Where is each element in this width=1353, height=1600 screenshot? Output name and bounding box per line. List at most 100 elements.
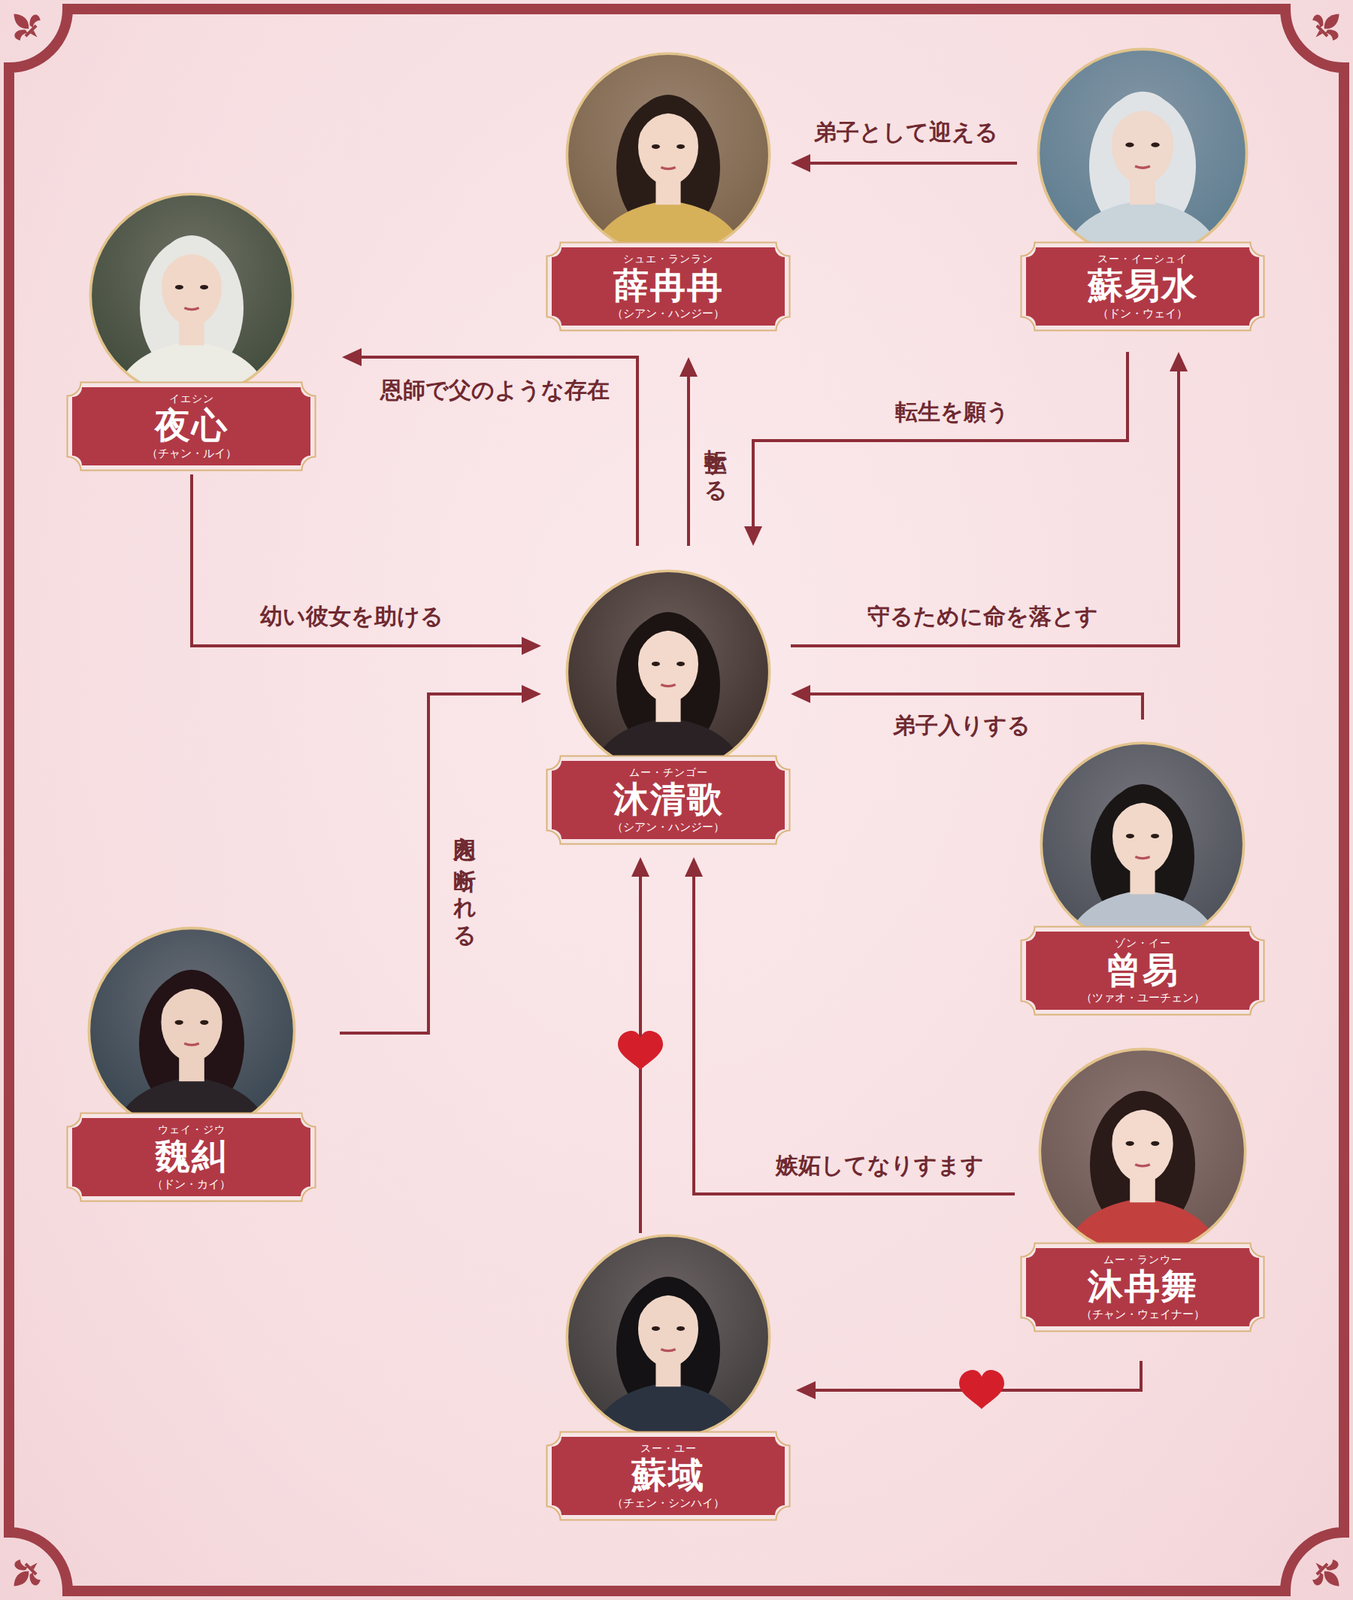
portrait-illustration xyxy=(564,568,772,776)
corner-fleur xyxy=(1304,3,1351,49)
mouth xyxy=(184,308,199,310)
relation-arrow xyxy=(790,154,1018,173)
arrow-head xyxy=(521,684,542,703)
character-name: 蘇域 xyxy=(631,1453,706,1496)
corner-fleur xyxy=(1304,1551,1351,1598)
name-plate: ゾン・イー曾易（ツァオ・ユーチェン） xyxy=(1020,925,1266,1016)
actor-name: （シアン・ハンジー） xyxy=(611,820,725,834)
relation-label: 嫉妬してなりすます xyxy=(775,1151,984,1179)
plate-outline xyxy=(547,756,791,845)
arrow-head xyxy=(796,1380,816,1399)
plate-body xyxy=(1026,1247,1260,1326)
plate-text: スー・ユー蘇域（チェン・シンハイ） xyxy=(545,1430,791,1521)
relation-label: 恩師で父のような存在 xyxy=(380,376,610,404)
plate-text: ムー・ランウー沐冉舞（チャン・ウェイナー） xyxy=(1020,1241,1266,1332)
hair-top xyxy=(635,1276,703,1329)
eye xyxy=(1150,142,1160,148)
arrow-head xyxy=(790,684,811,703)
hair-top xyxy=(157,969,226,1023)
relation-arrow xyxy=(744,351,1128,546)
connector-line xyxy=(339,693,524,1033)
relation-label: 弟子入りする xyxy=(892,711,1031,739)
connector-line xyxy=(638,874,642,1233)
arrow-head xyxy=(1169,351,1188,372)
portrait-frame xyxy=(1038,740,1247,948)
eye xyxy=(676,661,685,666)
character-name: 沐冉舞 xyxy=(1087,1265,1199,1308)
plate-text: ウェイ・ジウ魏糾（ドン・カイ） xyxy=(66,1111,317,1202)
relation-arrow xyxy=(790,351,1188,646)
portrait-frame xyxy=(564,1232,772,1441)
eye xyxy=(651,1325,660,1331)
mouth xyxy=(1135,856,1150,859)
furigana-text: ゾン・イー xyxy=(1114,936,1172,949)
eye xyxy=(1150,833,1160,839)
relation-arrow xyxy=(679,357,698,546)
furigana-text: スー・ユー xyxy=(640,1441,697,1454)
connector-line xyxy=(790,369,1179,646)
character-card: スー・ユー蘇域（チェン・シンハイ） xyxy=(545,1232,791,1521)
plate-text: ムー・チンゴー沐清歌（シアン・ハンジー） xyxy=(545,754,791,845)
plate-outline xyxy=(1021,1243,1265,1332)
plate-outline xyxy=(67,382,316,471)
name-plate: シュエ・ランラン薛冉冉（シアン・ハンジー） xyxy=(545,241,791,332)
eye xyxy=(1125,142,1134,148)
portrait-frame xyxy=(1035,46,1250,261)
hair-top xyxy=(157,235,225,288)
plate-text: イエシン夜心（チャン・ルイ） xyxy=(66,381,317,472)
plate-outline xyxy=(1021,926,1265,1015)
eye xyxy=(1125,833,1135,839)
portrait-figure xyxy=(589,611,748,776)
heart-symbol xyxy=(959,1369,1005,1409)
portrait-ring xyxy=(566,1234,769,1438)
arrow-head xyxy=(631,856,650,877)
portrait-frame xyxy=(86,925,297,1136)
name-plate: ムー・ランウー沐冉舞（チャン・ウェイナー） xyxy=(1020,1241,1266,1332)
relation-label: 幼い彼女を助ける xyxy=(260,602,444,630)
portrait-frame xyxy=(564,568,772,776)
plate-outline xyxy=(547,242,791,331)
mouth xyxy=(1135,1164,1151,1166)
actor-name: （チェン・シンハイ） xyxy=(611,1495,725,1510)
plate-body xyxy=(1026,931,1260,1010)
character-name: 蘇易水 xyxy=(1087,264,1199,307)
hair-top xyxy=(1108,1090,1177,1144)
relation-label: 入門を断られる xyxy=(451,818,479,937)
relation-label: 弟子として迎える xyxy=(814,118,999,146)
furigana-text: スー・イーシュイ xyxy=(1097,252,1188,265)
actor-name: （チャン・ルイ） xyxy=(146,446,237,461)
portrait-ring xyxy=(90,193,293,397)
character-card: スー・イーシュイ蘇易水（ドン・ウェイ） xyxy=(1020,46,1266,332)
furigana-text: ウェイ・ジウ xyxy=(157,1122,226,1136)
eye xyxy=(651,661,660,666)
character-card: ウェイ・ジウ魏糾（ドン・カイ） xyxy=(66,925,317,1202)
portrait-frame xyxy=(1037,1046,1248,1257)
portrait-figure xyxy=(1062,1090,1223,1257)
connector-line xyxy=(814,1360,1142,1390)
relation-arrow xyxy=(631,856,650,1233)
relation-arrow xyxy=(342,348,638,546)
relation-label: 守るために命を落とす xyxy=(867,602,1099,630)
actor-name: （チャン・ウェイナー） xyxy=(1080,1307,1205,1321)
plate-body xyxy=(551,1436,785,1515)
character-card: ゾン・イー曾易（ツァオ・ユーチェン） xyxy=(1020,740,1266,1016)
hair-top xyxy=(1109,783,1177,836)
portrait-figure xyxy=(589,1276,748,1441)
character-name: 薛冉冉 xyxy=(613,264,724,307)
plate-text: シュエ・ランラン薛冉冉（シアン・ハンジー） xyxy=(545,241,791,332)
name-plate: ウェイ・ジウ魏糾（ドン・カイ） xyxy=(66,1111,317,1202)
mouth xyxy=(184,1043,200,1045)
portrait-figure xyxy=(112,235,271,400)
actor-name: （ドン・カイ） xyxy=(151,1177,231,1191)
relation-arrow xyxy=(796,1360,1142,1399)
portrait-figure xyxy=(589,94,748,259)
actor-name: （ドン・ウェイ） xyxy=(1097,306,1188,321)
mouth xyxy=(660,1349,675,1351)
name-plate: スー・ユー蘇域（チェン・シンハイ） xyxy=(545,1430,791,1521)
hair-top xyxy=(635,611,703,664)
plate-body xyxy=(1026,247,1260,326)
frame-border xyxy=(9,9,1344,1591)
plate-body xyxy=(72,387,311,466)
portrait-figure xyxy=(1063,783,1222,948)
